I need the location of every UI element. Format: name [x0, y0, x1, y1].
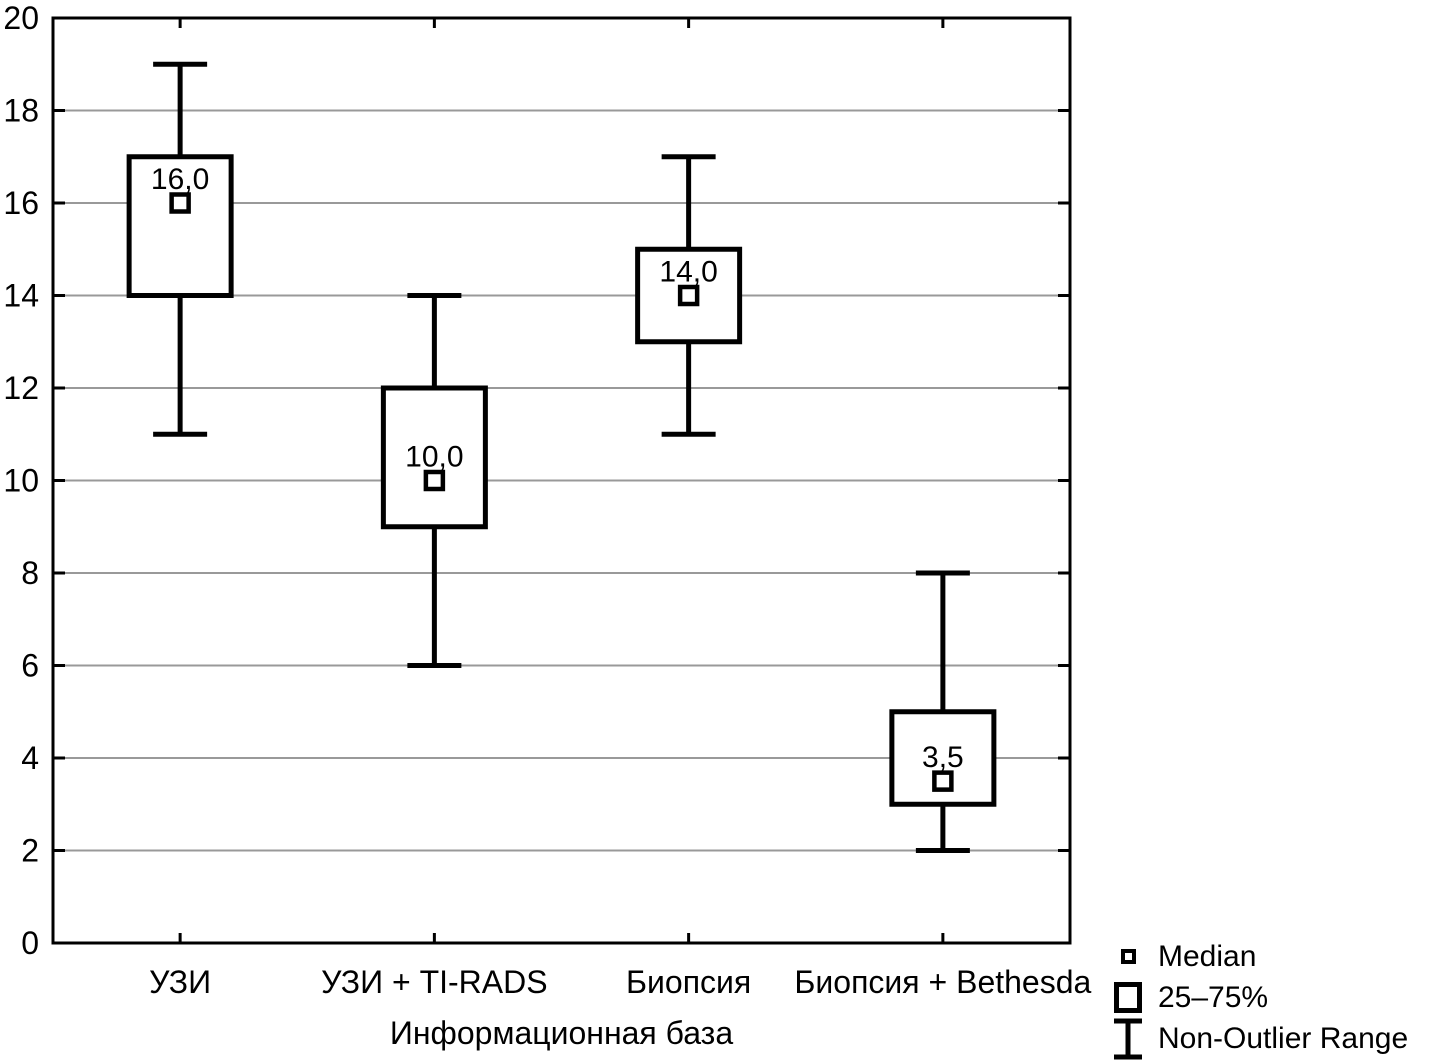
legend-item-median: Median — [1106, 936, 1408, 977]
legend-label-whisker: Non-Outlier Range — [1158, 1021, 1409, 1055]
median-marker — [932, 770, 954, 792]
x-axis-title: Информационная база — [389, 1015, 734, 1051]
median-label: 3,5 — [922, 741, 964, 774]
iqr-box — [126, 154, 234, 298]
y-tick-label: 12 — [3, 370, 39, 406]
y-tick-label: 20 — [3, 0, 39, 36]
y-tick-label: 10 — [3, 463, 39, 499]
x-tick-label: УЗИ — [149, 964, 211, 1000]
chart-legend: Median 25–75% Non-Outlier Range — [1106, 936, 1408, 1059]
y-tick-label: 14 — [3, 278, 39, 314]
median-marker — [677, 284, 700, 307]
median-marker — [423, 469, 446, 492]
x-tick-label: УЗИ + TI-RADS — [321, 964, 547, 1000]
y-tick-label: 6 — [21, 648, 39, 684]
y-tick-label: 4 — [21, 740, 39, 776]
median-square-icon — [1106, 949, 1150, 964]
box-icon — [1106, 982, 1150, 1013]
y-tick-label: 2 — [21, 833, 39, 869]
median-label: 10,0 — [405, 441, 463, 474]
median-label: 16,0 — [151, 163, 209, 196]
legend-item-box: 25–75% — [1106, 977, 1408, 1018]
x-tick-label: Биопсия — [626, 964, 751, 1000]
iqr-box — [380, 385, 488, 530]
legend-label-box: 25–75% — [1158, 980, 1269, 1014]
y-tick-label: 18 — [3, 93, 39, 129]
legend-label-median: Median — [1158, 939, 1257, 973]
whisker-range-icon — [1106, 1017, 1150, 1061]
y-tick-label: 8 — [21, 555, 39, 591]
legend-item-whisker: Non-Outlier Range — [1106, 1018, 1408, 1059]
y-tick-label: 0 — [21, 925, 39, 961]
iqr-box — [635, 246, 743, 345]
median-label: 14,0 — [659, 256, 717, 289]
y-tick-label: 16 — [3, 185, 39, 221]
x-tick-label: Биопсия + Bethesda — [794, 964, 1091, 1000]
median-marker — [169, 192, 191, 214]
